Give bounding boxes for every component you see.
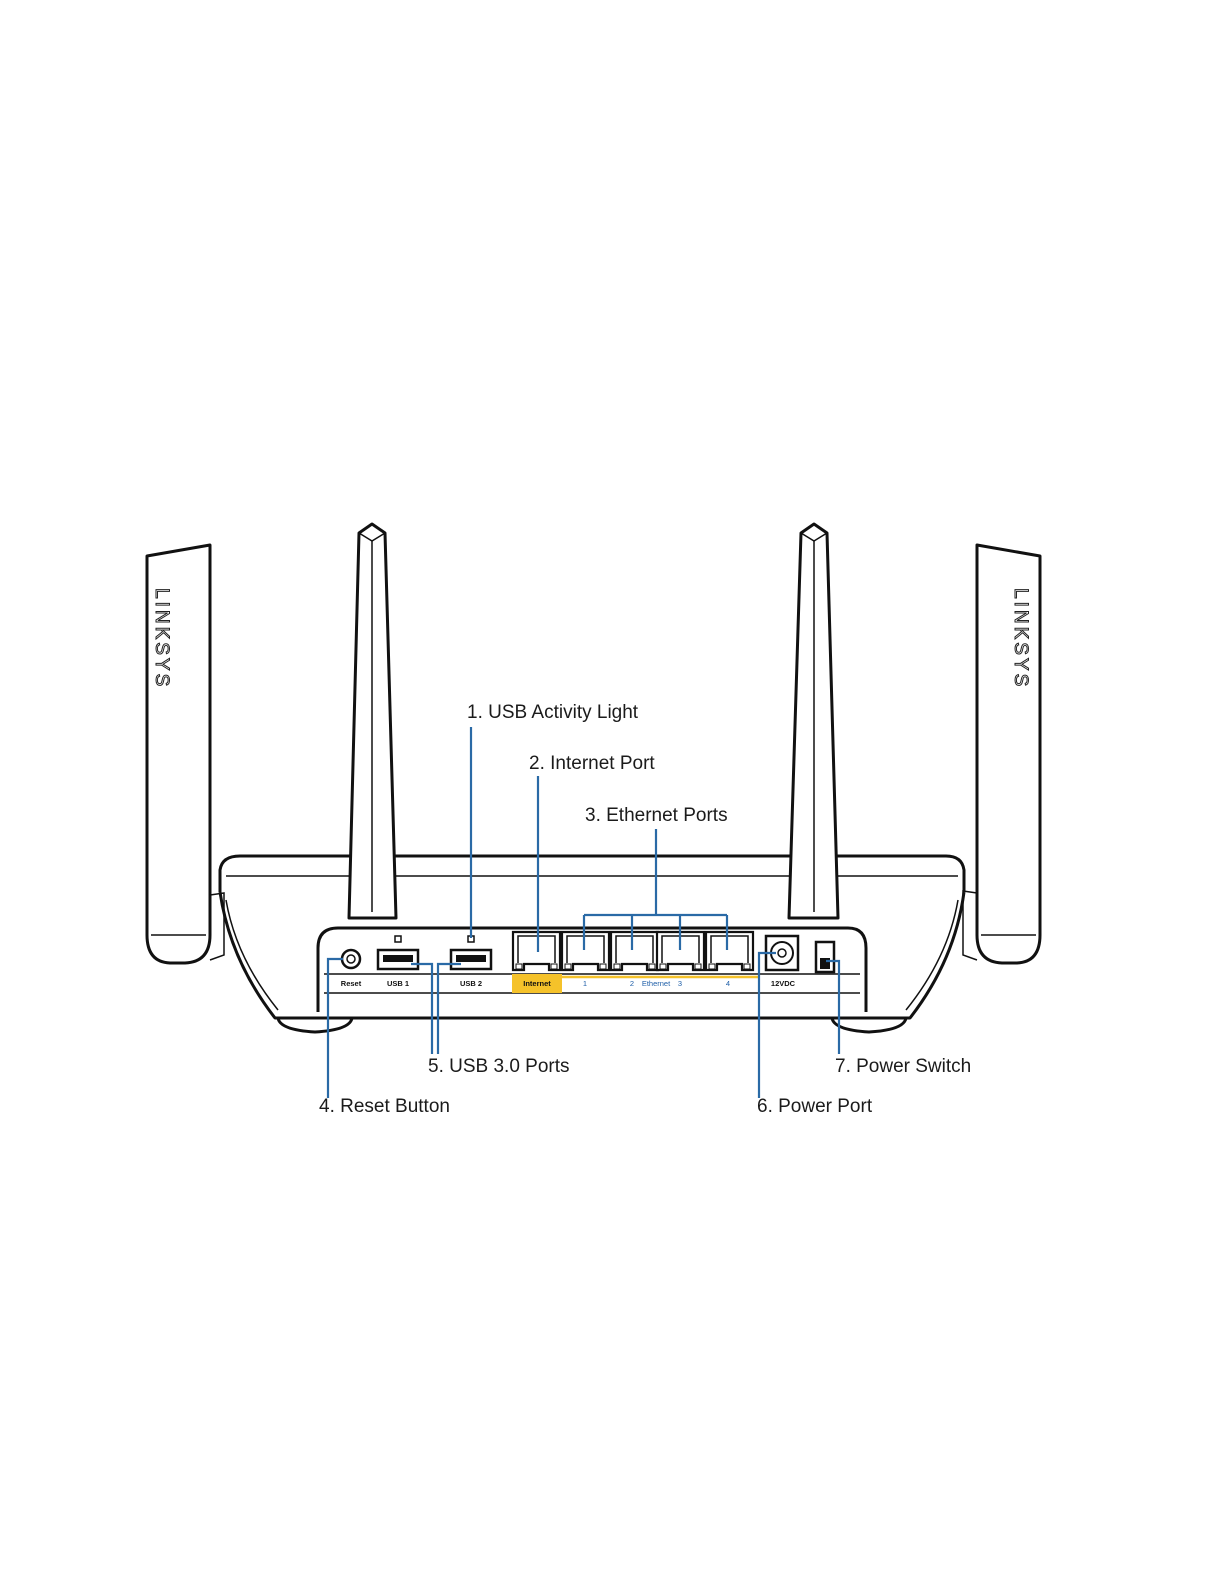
right-stick-antenna: [789, 524, 838, 918]
internet-port[interactable]: [513, 932, 560, 970]
ethernet-port-2[interactable]: [611, 932, 658, 970]
ethernet-port-1[interactable]: [562, 932, 609, 970]
ethernet-2-label: 2: [630, 979, 634, 988]
ethernet-group-label: Ethernet: [642, 979, 671, 988]
right-antenna-brand: LINKSYS: [1010, 588, 1031, 689]
reset-button[interactable]: [342, 950, 360, 968]
callout-usb-activity-light: 1. USB Activity Light: [467, 702, 639, 723]
usb1-port[interactable]: [378, 950, 418, 969]
usb2-port[interactable]: [451, 950, 491, 969]
internet-label: Internet: [523, 979, 551, 988]
ethernet-3-label: 3: [678, 979, 682, 988]
power-switch[interactable]: [816, 942, 834, 972]
callout-power-switch: 7. Power Switch: [835, 1056, 971, 1077]
left-antenna-brand: LINKSYS: [151, 588, 172, 689]
power-label: 12VDC: [771, 979, 796, 988]
usb2-label: USB 2: [460, 979, 482, 988]
usb1-activity-light: [395, 936, 401, 942]
ethernet-port-4[interactable]: [706, 932, 753, 970]
callout-reset-button: 4. Reset Button: [319, 1096, 450, 1117]
callout-power-port: 6. Power Port: [757, 1096, 873, 1117]
callout-internet-port: 2. Internet Port: [529, 753, 655, 774]
usb-ports-leader: [411, 964, 461, 1054]
ethernet-1-label: 1: [583, 979, 587, 988]
power-switch-leader: [826, 961, 839, 1054]
left-stick-antenna: [349, 524, 396, 918]
ethernet-4-label: 4: [726, 979, 730, 988]
usb1-label: USB 1: [387, 979, 409, 988]
callout-usb-ports: 5. USB 3.0 Ports: [428, 1056, 570, 1077]
callout-ethernet-ports: 3. Ethernet Ports: [585, 805, 728, 826]
callout-leader-lines: [328, 727, 839, 1098]
right-flat-antenna: LINKSYS: [963, 545, 1040, 963]
reset-label: Reset: [341, 979, 362, 988]
left-flat-antenna: LINKSYS: [147, 545, 224, 963]
